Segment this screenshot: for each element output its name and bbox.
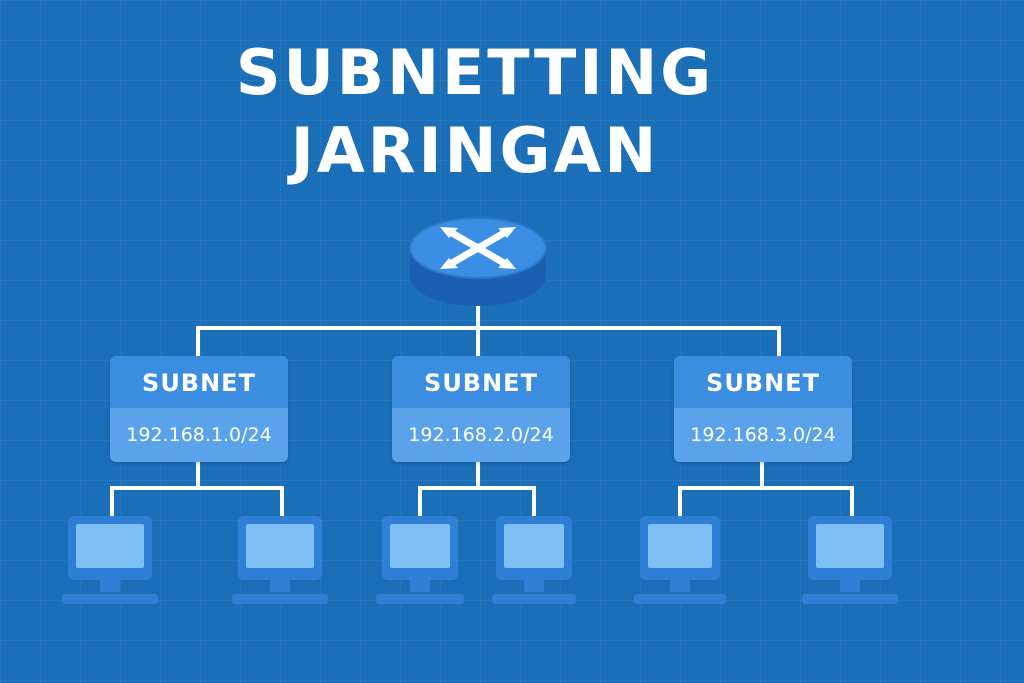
- subnet-label: SUBNET: [392, 356, 570, 408]
- computer-icon: [232, 516, 328, 604]
- subnet-3-branch-line: [678, 486, 854, 520]
- subnet-1-branch-line: [110, 486, 284, 520]
- computer-icon: [376, 516, 464, 604]
- subnet-box-3: SUBNET 192.168.3.0/24: [674, 356, 852, 462]
- subnet-address: 192.168.2.0/24: [392, 408, 570, 462]
- router-icon: [409, 217, 547, 306]
- router-branch-line: [196, 326, 781, 358]
- connector-lines: [110, 298, 854, 520]
- subnet-address: 192.168.1.0/24: [110, 408, 288, 462]
- subnet-box-1: SUBNET 192.168.1.0/24: [110, 356, 288, 462]
- computer-icon: [634, 516, 726, 604]
- computer-icon: [62, 516, 158, 604]
- subnet-2-branch-line: [418, 486, 536, 520]
- subnet-box-2: SUBNET 192.168.2.0/24: [392, 356, 570, 462]
- title-line-2: JARINGAN: [290, 114, 660, 187]
- subnet-label: SUBNET: [674, 356, 852, 408]
- subnet-address: 192.168.3.0/24: [674, 408, 852, 462]
- subnet-label: SUBNET: [110, 356, 288, 408]
- title-line-1: SUBNETTING: [235, 36, 715, 109]
- computer-icon: [802, 516, 898, 604]
- computer-icon: [492, 516, 576, 604]
